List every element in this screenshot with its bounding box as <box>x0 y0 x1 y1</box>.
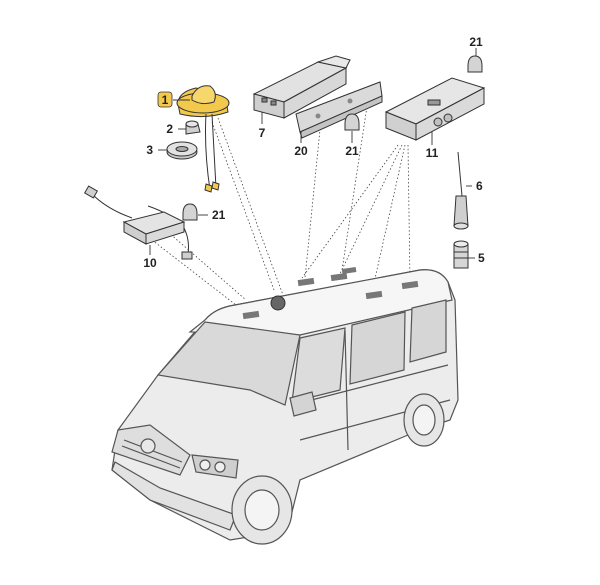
part-20-bracket <box>295 81 383 139</box>
van-side-window-3 <box>409 299 447 363</box>
part-11-control-unit <box>384 77 486 141</box>
callout-label-2: 2 <box>166 122 173 136</box>
van-badge <box>140 438 156 454</box>
callout-label-20: 20 <box>294 144 308 158</box>
van-illustration <box>111 267 459 545</box>
roof-mount-points <box>242 267 419 320</box>
part-21-cap-left <box>182 203 198 221</box>
callout-label-21-center: 21 <box>345 144 359 158</box>
callout-label-7: 7 <box>259 126 266 140</box>
part-10-cable-module <box>83 185 193 260</box>
part-7-amplifier <box>252 55 351 119</box>
callout-label-21-top: 21 <box>469 35 483 49</box>
callout-1: 1 <box>157 91 173 108</box>
callout-label-1: 1 <box>162 93 169 107</box>
van-rear-wheel <box>403 393 445 447</box>
callout-label-10: 10 <box>143 256 157 270</box>
part-21-cap-top <box>467 55 483 73</box>
van-side-window-2 <box>349 311 406 385</box>
van-front-wheel <box>231 475 293 545</box>
van-mirror <box>289 391 317 417</box>
van-windshield <box>156 321 301 406</box>
connection-lines <box>151 99 411 306</box>
callout-label-5: 5 <box>478 251 485 265</box>
part-6-rod-antenna <box>453 151 469 230</box>
roof-antenna-base <box>270 295 286 311</box>
part-2-nut <box>185 120 201 135</box>
part-21-cap-center <box>344 113 360 131</box>
callout-label-11: 11 <box>426 146 439 160</box>
callout-label-6: 6 <box>476 179 483 193</box>
van-front-side-window <box>291 327 346 403</box>
part-5-antenna-base <box>453 240 469 269</box>
callout-label-21-left: 21 <box>212 208 226 222</box>
part-3-seal <box>166 141 198 160</box>
part-1-roof-antenna <box>176 85 230 193</box>
callout-leaders <box>149 48 477 259</box>
van-roof <box>188 269 453 336</box>
callout-label-3: 3 <box>146 143 153 157</box>
